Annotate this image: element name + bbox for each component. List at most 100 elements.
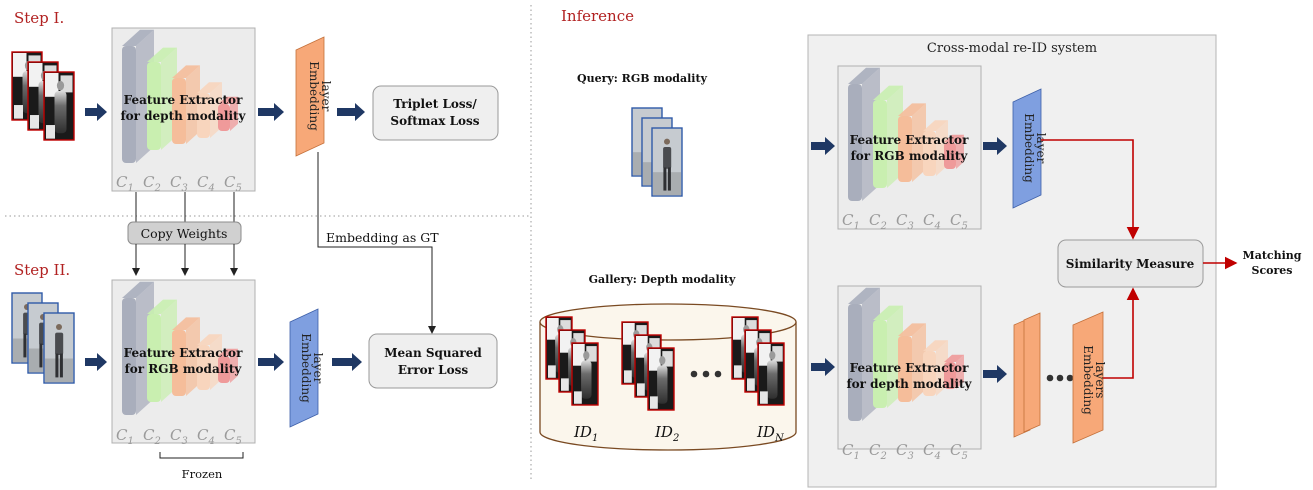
inference-arrow-gallery: [811, 358, 835, 376]
step2-loss-box: Mean Squared Error Loss: [368, 333, 498, 389]
stage-label-c1: C1: [116, 426, 134, 447]
step1-loss-line2: Softmax Loss: [390, 114, 479, 128]
stage-4-block: [923, 131, 936, 176]
step1-embedding-label-line1: Embedding: [307, 61, 321, 131]
step1-arrow-embedding: [337, 103, 365, 121]
stage-3-side: [186, 317, 200, 396]
stage-label-c1: C1: [842, 441, 860, 462]
similarity-label: Similarity Measure: [1066, 257, 1195, 271]
stage-2-block: [873, 100, 887, 188]
inference-arrow-rgb-extractor: [983, 137, 1007, 155]
person-image-depth: [757, 342, 785, 406]
stage-label-c4: C4: [923, 441, 941, 462]
query-label: Query: RGB modality: [577, 72, 708, 85]
stage-3-block: [172, 330, 186, 396]
stage-label-c4: C4: [197, 173, 215, 194]
person-image-depth: [571, 342, 599, 406]
step1-extractor-label-line1: Feature Extractor: [124, 93, 243, 107]
stage-5-top: [218, 96, 238, 104]
stage-1-block: [848, 84, 862, 201]
stage-1-top: [848, 67, 880, 84]
step1-embedding-layer: Embedding layer: [295, 36, 333, 157]
stage-2-block: [147, 62, 161, 150]
stage-3-top: [172, 317, 200, 330]
stage-5-block: [944, 362, 956, 389]
step2-loss-line1: Mean Squared: [384, 346, 482, 360]
step2-arrow-input: [85, 353, 107, 371]
step2-input-stack: [11, 292, 75, 384]
stage-label-c3: C3: [170, 173, 188, 194]
stage-3-top: [172, 65, 200, 78]
stage-5-side: [230, 348, 238, 383]
step1-loss-box: Triplet Loss/ Softmax Loss: [372, 85, 499, 141]
step1-arrow-input: [85, 103, 107, 121]
inference-arrow-depth-extractor: [983, 365, 1007, 383]
stage-4-block: [197, 345, 210, 390]
stage-3-block: [172, 78, 186, 144]
stage-4-block: [923, 351, 936, 396]
copy-weights-group: Copy Weights: [127, 192, 242, 276]
inference-rgb-embedding: Embedding layer: [1012, 88, 1048, 209]
stage-3-side: [912, 323, 926, 402]
stage-3-side: [186, 65, 200, 144]
gallery-label: Gallery: Depth modality: [589, 273, 736, 286]
gallery-id-1: ID1: [573, 423, 598, 444]
stage-5-block: [944, 142, 956, 169]
stage-1-block: [122, 298, 136, 415]
step1-feature-extractor: Feature Extractor for depth modality C1 C…: [111, 27, 256, 194]
step1-extractor-label-line2: for depth modality: [120, 109, 246, 123]
gallery-cylinder: ID1 ID2 IDN: [539, 303, 797, 451]
stage-3-side: [912, 103, 926, 182]
inference-depth-embedding-line1: Embedding: [1081, 345, 1095, 415]
frozen-label: Frozen: [182, 467, 223, 481]
stage-2-top: [873, 305, 903, 320]
stage-1-top: [122, 281, 154, 298]
stage-2-block: [147, 314, 161, 402]
stage-2-top: [873, 85, 903, 100]
step2-embedding-label-line2: layer: [311, 353, 325, 384]
query-image-stack: [631, 107, 683, 197]
stage-4-top: [923, 340, 948, 351]
similarity-connectors: [1041, 139, 1238, 379]
embedding-as-gt-connector: Embedding as GT: [317, 152, 439, 334]
stage-label-c5: C5: [224, 173, 242, 194]
inference-rgb-extractor-line1: Feature Extractor: [850, 133, 969, 147]
stage-1-top: [848, 287, 880, 304]
stage-3-block: [898, 116, 912, 182]
step2-extractor-label-line1: Feature Extractor: [124, 346, 243, 360]
inference-depth-extractor-line2: for depth modality: [846, 377, 972, 391]
stage-label-c1: C1: [116, 173, 134, 194]
stage-3-top: [898, 103, 926, 116]
inference-arrow-query: [811, 137, 835, 155]
stage-label-c2: C2: [143, 426, 161, 447]
stage-label-c5: C5: [224, 426, 242, 447]
person-image-depth: [647, 347, 675, 411]
stage-5-side: [956, 134, 964, 169]
stage-4-top: [197, 82, 222, 93]
stage-label-c3: C3: [170, 426, 188, 447]
matching-scores-line2: Scores: [1252, 264, 1293, 277]
person-image-depth: [43, 71, 75, 141]
stage-5-top: [944, 134, 964, 142]
stage-5-top: [218, 348, 238, 356]
stage-label-c4: C4: [197, 426, 215, 447]
person-image-rgb: [43, 312, 75, 384]
step2-feature-extractor: Feature Extractor for RGB modality C1 C2 C…: [111, 279, 256, 447]
inference-rgb-extractor-line2: for RGB modality: [851, 149, 969, 163]
step1-embedding-label-line2: layer: [319, 81, 333, 112]
step2-embedding-layer: Embedding layer: [289, 308, 325, 428]
matching-scores-line1: Matching: [1243, 249, 1302, 262]
gallery-id-2: ID2: [654, 423, 679, 444]
step2-extractor-label-line2: for RGB modality: [125, 362, 243, 376]
step1-arrow-extractor: [258, 103, 284, 121]
stage-1-top: [122, 29, 154, 46]
copy-weights-label: Copy Weights: [141, 226, 228, 241]
stage-3-top: [898, 323, 926, 336]
stage-1-block: [848, 304, 862, 421]
stage-label-c5: C5: [950, 441, 968, 462]
inference-depth-embedding: Embedding layers: [1013, 311, 1107, 444]
stage-label-c1: C1: [842, 211, 860, 232]
